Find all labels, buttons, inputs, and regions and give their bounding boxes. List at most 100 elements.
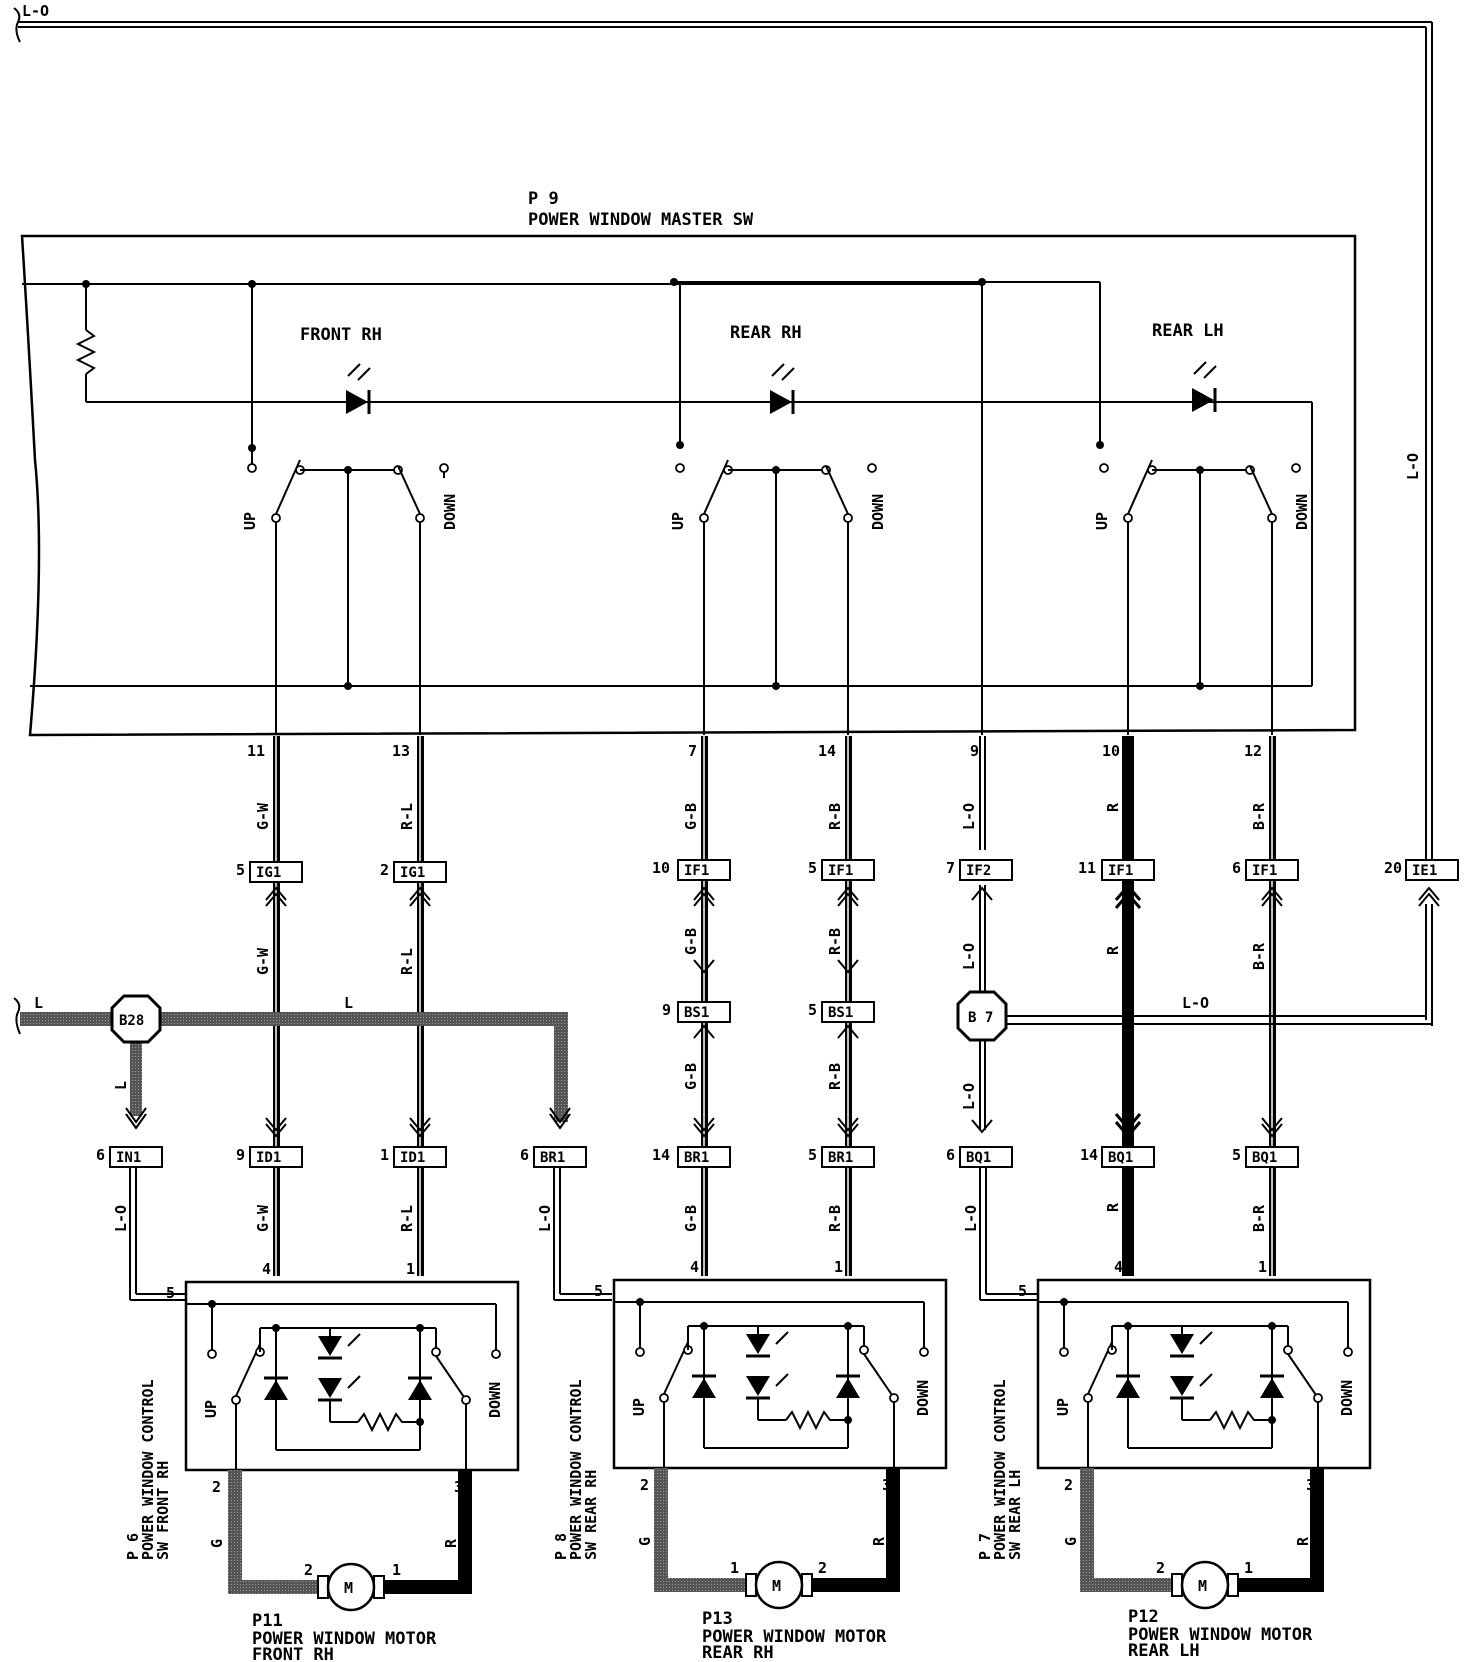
svg-text:R: R bbox=[1294, 1536, 1312, 1546]
svg-text:20: 20 bbox=[1384, 859, 1402, 877]
junction-b7: L-O B 7 bbox=[956, 990, 1432, 1134]
svg-text:R-B: R-B bbox=[826, 928, 844, 955]
svg-text:UP: UP bbox=[241, 512, 259, 530]
svg-text:BQ1: BQ1 bbox=[966, 1150, 991, 1166]
svg-text:SW REAR LH: SW REAR LH bbox=[1006, 1470, 1024, 1560]
svg-text:ID1: ID1 bbox=[400, 1150, 425, 1166]
svg-text:UP: UP bbox=[1054, 1398, 1072, 1416]
svg-text:UP: UP bbox=[630, 1398, 648, 1416]
svg-text:2: 2 bbox=[212, 1478, 221, 1496]
svg-text:POWER WINDOW MOTOR: POWER WINDOW MOTOR bbox=[1128, 1625, 1313, 1645]
svg-text:10: 10 bbox=[1102, 742, 1120, 760]
svg-text:UP: UP bbox=[202, 1400, 220, 1418]
svg-text:BR1: BR1 bbox=[828, 1150, 853, 1166]
svg-text:L-O: L-O bbox=[960, 1083, 978, 1110]
svg-text:6: 6 bbox=[1232, 859, 1241, 877]
svg-text:L-O: L-O bbox=[960, 803, 978, 830]
svg-text:ID1: ID1 bbox=[256, 1150, 281, 1166]
led-icon bbox=[346, 363, 371, 414]
svg-text:POWER WINDOW CONTROL: POWER WINDOW CONTROL bbox=[139, 1379, 157, 1560]
svg-text:2: 2 bbox=[640, 1476, 649, 1494]
right-wire-label: L-O bbox=[1404, 453, 1422, 480]
motor-circuit-rear-lh: G R 2 1 M P12 POWER WINDOW MOTOR REAR LH bbox=[1062, 1468, 1324, 1661]
svg-text:5: 5 bbox=[808, 1146, 817, 1164]
svg-text:G-W: G-W bbox=[254, 947, 272, 975]
master-code: P 9 bbox=[528, 189, 559, 209]
svg-text:14: 14 bbox=[818, 742, 836, 760]
master-switch: P 9 POWER WINDOW MASTER SW bbox=[20, 189, 1357, 737]
motor-circuit-front-rh: G R 2 1 M P11 POWER WINDOW MOTOR FRONT R… bbox=[208, 1470, 472, 1662]
resistor-icon bbox=[785, 1409, 848, 1431]
svg-text:6: 6 bbox=[96, 1146, 105, 1164]
svg-text:POWER WINDOW MOTOR: POWER WINDOW MOTOR bbox=[702, 1627, 887, 1647]
rear-rh-label: REAR RH bbox=[730, 323, 802, 343]
connector: 10 IF1 bbox=[652, 859, 731, 881]
top-wire-label: L-O bbox=[22, 2, 49, 20]
svg-text:R-B: R-B bbox=[826, 1063, 844, 1090]
svg-text:IN1: IN1 bbox=[116, 1150, 141, 1166]
svg-text:1: 1 bbox=[1258, 1258, 1267, 1276]
svg-text:R: R bbox=[1104, 1202, 1122, 1212]
svg-text:DOWN: DOWN bbox=[914, 1380, 932, 1416]
svg-text:R: R bbox=[870, 1536, 888, 1546]
svg-text:L-O: L-O bbox=[1182, 994, 1209, 1012]
svg-text:POWER WINDOW CONTROL: POWER WINDOW CONTROL bbox=[991, 1379, 1009, 1560]
svg-text:L-O: L-O bbox=[536, 1205, 554, 1232]
svg-text:L-O: L-O bbox=[112, 1205, 130, 1232]
svg-text:L-O: L-O bbox=[960, 943, 978, 970]
svg-text:10: 10 bbox=[652, 859, 670, 877]
svg-text:BR1: BR1 bbox=[684, 1150, 709, 1166]
svg-text:DOWN: DOWN bbox=[869, 494, 887, 530]
resistor-icon bbox=[1209, 1409, 1272, 1431]
connector: 6 IF1 bbox=[1232, 859, 1299, 881]
svg-text:G-W: G-W bbox=[254, 1204, 272, 1232]
svg-text:B-R: B-R bbox=[1250, 802, 1268, 830]
svg-text:5: 5 bbox=[594, 1282, 603, 1300]
svg-text:1: 1 bbox=[1244, 1559, 1253, 1577]
junction-b28: B28 bbox=[110, 994, 162, 1044]
rear-lh-label: REAR LH bbox=[1152, 321, 1224, 341]
svg-text:5: 5 bbox=[166, 1284, 175, 1302]
resistor-icon bbox=[75, 329, 97, 375]
svg-text:2: 2 bbox=[380, 861, 389, 879]
svg-text:IF1: IF1 bbox=[684, 863, 709, 879]
svg-text:4: 4 bbox=[690, 1258, 699, 1276]
svg-text:6: 6 bbox=[520, 1146, 529, 1164]
svg-text:7: 7 bbox=[688, 742, 697, 760]
svg-text:9: 9 bbox=[970, 742, 979, 760]
top-lo-wire: L-O L-O bbox=[13, 2, 1433, 860]
svg-text:IF1: IF1 bbox=[1252, 863, 1277, 879]
svg-text:4: 4 bbox=[262, 1260, 271, 1278]
switch-group-rear-rh: UP DOWN bbox=[669, 282, 887, 735]
front-rh-label: FRONT RH bbox=[300, 325, 382, 345]
led-icon bbox=[1170, 1331, 1213, 1400]
svg-text:POWER WINDOW MOTOR: POWER WINDOW MOTOR bbox=[252, 1629, 437, 1649]
connector: 5 BR1 bbox=[808, 1146, 875, 1168]
svg-text:1: 1 bbox=[730, 1559, 739, 1577]
svg-text:1: 1 bbox=[406, 1260, 415, 1278]
svg-text:2: 2 bbox=[1064, 1476, 1073, 1494]
control-switch-front-rh: 5 4 1 2 3 UP DOWN P 6 POWER WINDOW CONTR… bbox=[124, 1260, 520, 1560]
svg-text:R-L: R-L bbox=[398, 803, 416, 830]
led-icon bbox=[318, 1333, 361, 1402]
left-wire-label: L bbox=[34, 994, 43, 1012]
svg-text:1: 1 bbox=[834, 1258, 843, 1276]
svg-text:12: 12 bbox=[1244, 742, 1262, 760]
svg-text:2: 2 bbox=[1156, 1559, 1165, 1577]
svg-text:DOWN: DOWN bbox=[486, 1382, 504, 1418]
control-switch-rear-lh: 5 4 1 2 3 UP DOWN P 7 POWER WINDOW CONTR… bbox=[976, 1258, 1372, 1560]
bs-connectors: 9 BS1 5 BS1 bbox=[662, 959, 875, 1039]
svg-text:G-B: G-B bbox=[682, 803, 700, 830]
svg-text:5: 5 bbox=[236, 861, 245, 879]
svg-text:UP: UP bbox=[1093, 512, 1111, 530]
control-code: P 8 bbox=[552, 1533, 570, 1560]
svg-text:B-R: B-R bbox=[1250, 1204, 1268, 1232]
svg-text:4: 4 bbox=[1114, 1258, 1123, 1276]
svg-text:11: 11 bbox=[1078, 859, 1096, 877]
